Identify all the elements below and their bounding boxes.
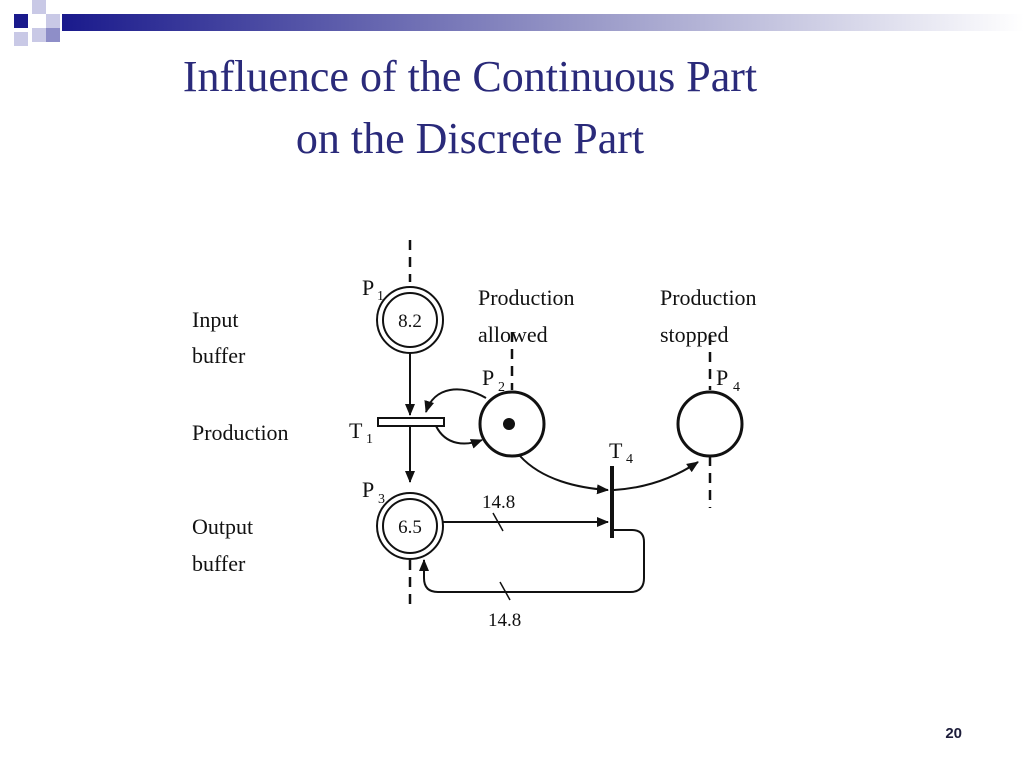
header-square [14,32,28,46]
arc-t1-p2 [435,425,483,449]
place-p1-name: P [362,275,374,300]
place-p4-subscript: 4 [733,380,740,395]
place-p1-marking: 8.2 [398,311,422,332]
label-production-row: Production [192,420,289,445]
label-production-stopped-2: stopped [660,322,728,347]
place-p3-name: P [362,477,374,502]
transition-t1 [377,417,445,427]
slide-title-line1: Influence of the Continuous Part [182,52,758,101]
header-decoration [14,0,1024,46]
slide-title-line2: on the Discrete Part [295,114,645,163]
place-p1-subscript: 1 [377,289,384,304]
transition-t1-subscript: 1 [366,432,373,447]
arc-p2-t1 [424,388,487,413]
place-p2-name: P [482,365,494,390]
place-p3-subscript: 3 [378,492,385,507]
header-square [32,0,46,14]
label-production-allowed-2: allowed [478,322,548,347]
transition-t4-subscript: 4 [626,452,633,467]
label-production-allowed-1: Production [478,285,575,310]
arc-t4-p3 [419,529,645,593]
place-p2-token [503,418,515,430]
transition-t4-name: T [609,438,623,463]
arc-weight-lower: 14.8 [488,610,521,631]
place-p4-name: P [716,365,728,390]
place-p3-inner [382,498,438,554]
arc-weight-tick-lower [499,581,511,601]
place-p2-subscript: 2 [498,380,505,395]
header-square [14,14,28,28]
place-p4 [676,390,744,458]
arc-t4-p4 [613,461,699,491]
transition-t4 [610,466,614,538]
arc-weight-upper: 14.8 [482,492,515,513]
header-square [46,28,60,42]
place-p1-inner [382,292,438,348]
place-p3-outer [376,492,444,560]
header-gradient-bar [62,14,1024,31]
label-input: Input [192,307,238,332]
label-production-stopped-1: Production [660,285,757,310]
arc-weight-tick-upper [492,512,504,532]
place-p3-marking: 6.5 [398,517,422,538]
arc-p2-t4 [519,455,609,495]
label-output: Output [192,514,253,539]
header-square [46,14,60,28]
label-input-buffer: buffer [192,343,246,368]
transition-t1-name: T [349,418,363,443]
header-square [32,28,46,42]
page-number: 20 [945,725,962,742]
label-output-buffer: buffer [192,551,246,576]
